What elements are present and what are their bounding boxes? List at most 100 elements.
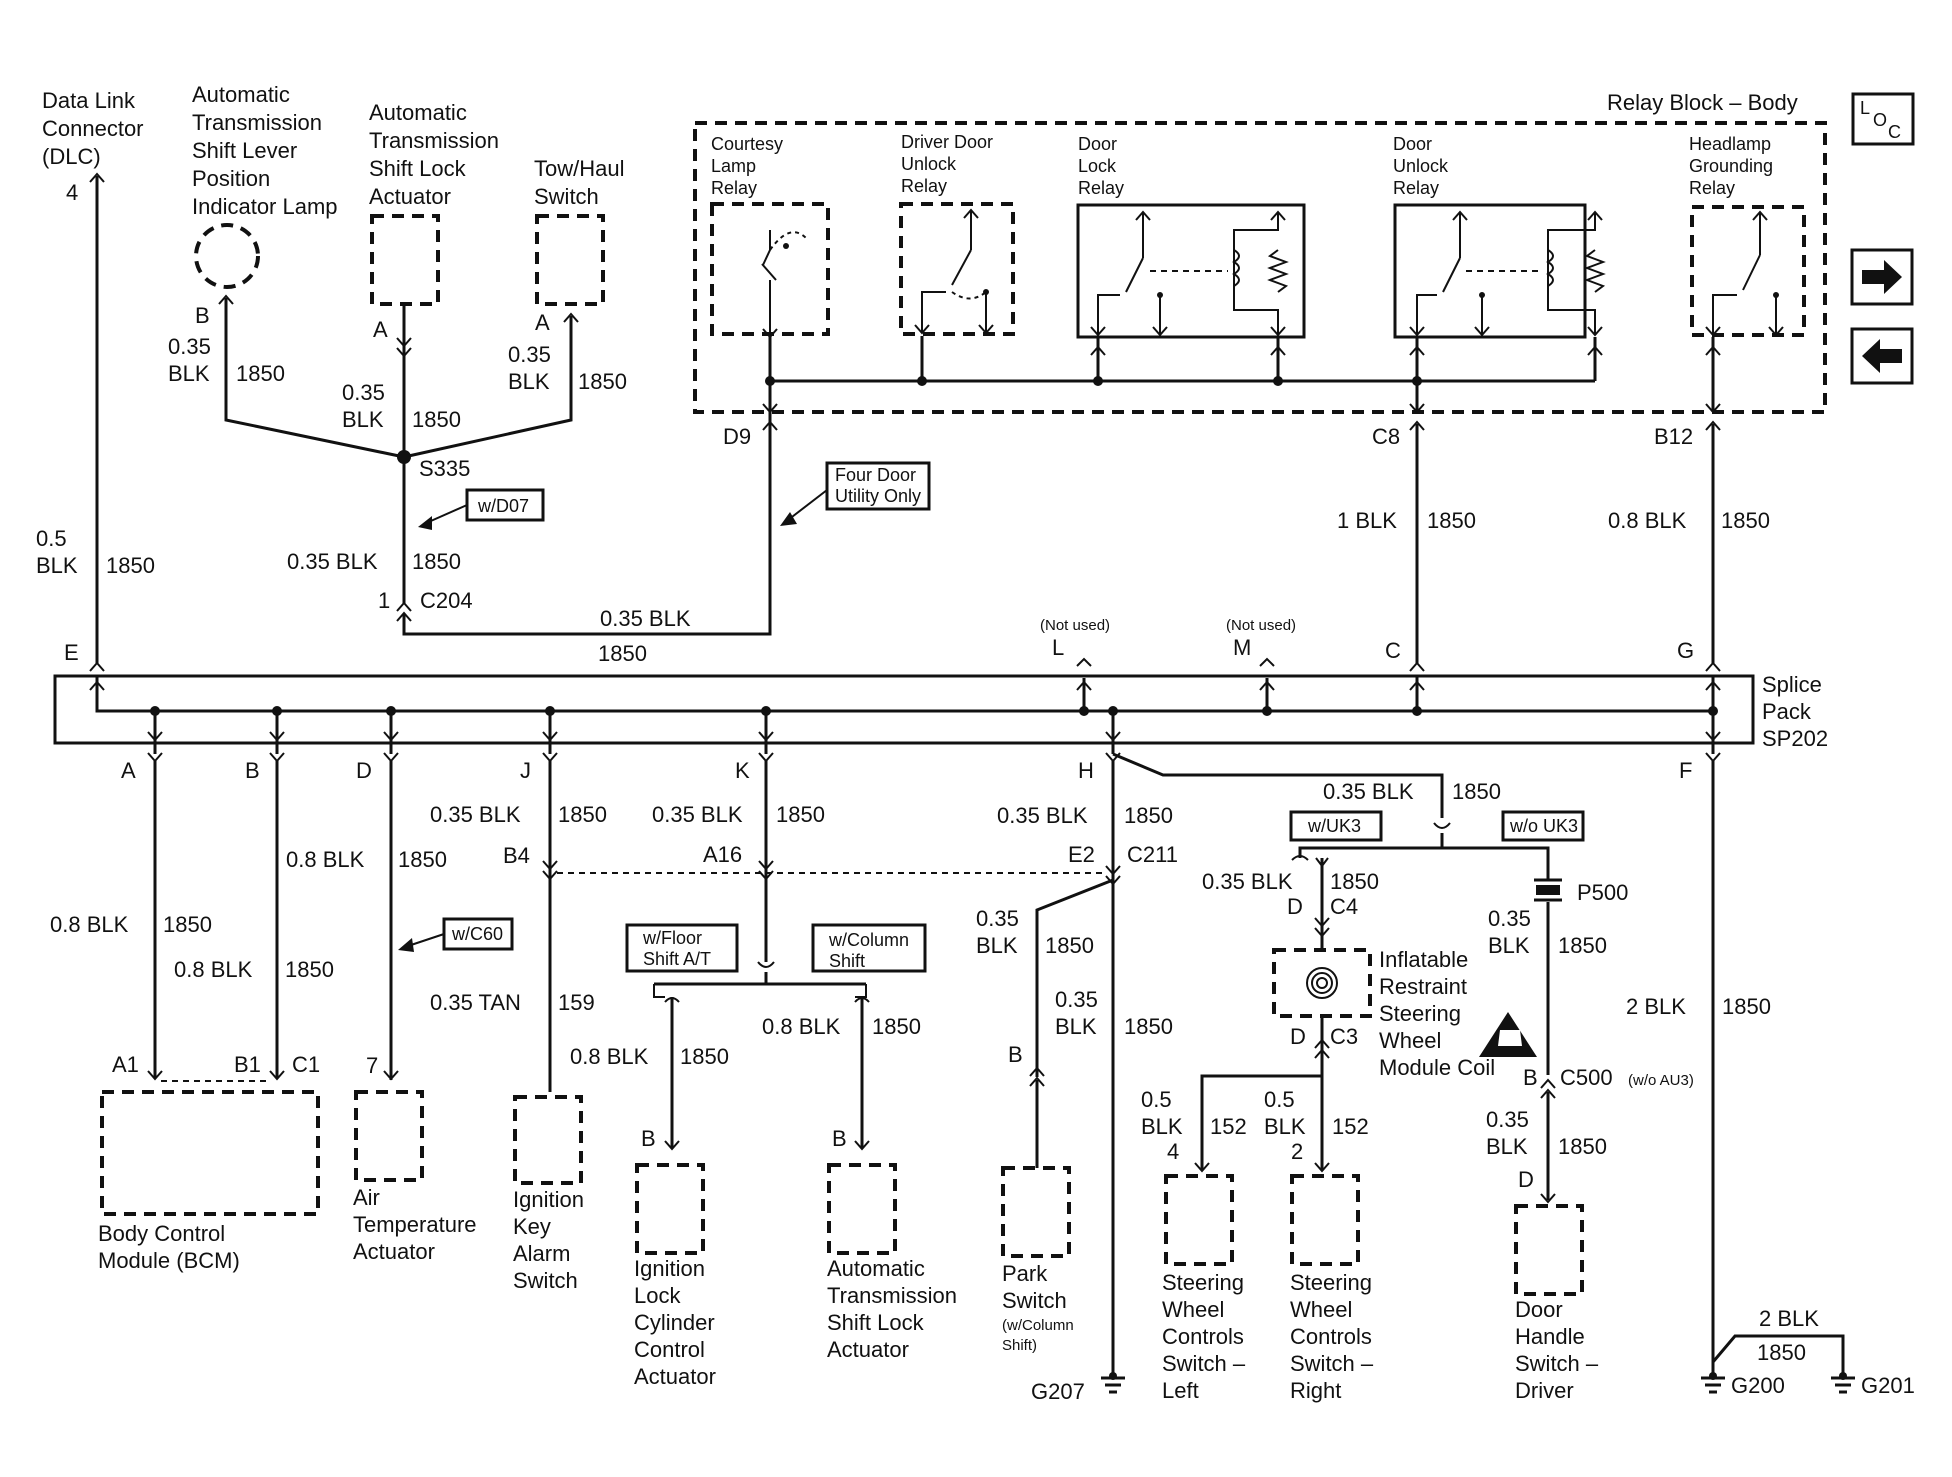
pin-h-wire-size: 0.35 BLK <box>997 803 1088 828</box>
swc-l-pin: 4 <box>1167 1139 1179 1164</box>
back-arrow-icon[interactable] <box>1850 327 1914 385</box>
c204-pin: 1 <box>378 588 390 613</box>
pin-h-wire-circuit: 1850 <box>1124 803 1173 828</box>
splice-s335: S335 w/D07 0.35 BLK 1850 1 C204 0.35 BLK… <box>287 421 931 666</box>
forward-arrow-icon[interactable] <box>1850 248 1914 306</box>
g200-g201-wire-circuit: 1850 <box>1757 1340 1806 1365</box>
c8-wire-circuit: 1850 <box>1427 508 1476 533</box>
tag-floor-shift-1: w/Floor <box>642 928 702 948</box>
dlc-label-3: (DLC) <box>42 144 101 169</box>
pin-h: H <box>1078 758 1094 783</box>
b12-wire-size: 0.8 BLK <box>1608 508 1687 533</box>
door-unlock-label-2: Unlock <box>1393 156 1449 176</box>
door-unlock-label-1: Door <box>1393 134 1432 154</box>
esd-warning-icon <box>1479 1012 1537 1057</box>
pin-b: B <box>245 758 260 783</box>
swc-l-wire-color: BLK <box>1141 1114 1183 1139</box>
ign-lock-label-3: Cylinder <box>634 1310 715 1335</box>
door-lock-label-1: Door <box>1078 134 1117 154</box>
c500-note: (w/o AU3) <box>1628 1072 1694 1089</box>
door-wire-size: 0.35 <box>1486 1107 1529 1132</box>
ground-icon <box>1101 1372 1125 1394</box>
shift-lever-indicator-lamp: Automatic Transmission Shift Lever Posit… <box>168 82 405 459</box>
shiftlock-top-pin: A <box>373 317 388 342</box>
g207-wire-size: 0.35 <box>1055 987 1098 1012</box>
splice-pack-label-3: SP202 <box>1762 726 1828 751</box>
door-wire-circuit: 1850 <box>1558 1134 1607 1159</box>
s335-wire-circuit: 1850 <box>412 549 461 574</box>
shiftlock-wire-size: 0.35 <box>342 380 385 405</box>
c500-pin: B <box>1523 1065 1538 1090</box>
bcm-b1: B1 <box>234 1052 261 1077</box>
driver-unlock-label-1: Driver Door <box>901 132 993 152</box>
ground-icon <box>1701 1372 1725 1394</box>
pin-m: M <box>1233 635 1251 660</box>
swc-r-pin: 2 <box>1291 1139 1303 1164</box>
park-pin: B <box>1008 1042 1023 1067</box>
ground-icon <box>1831 1372 1855 1394</box>
swc-r-label-5: Right <box>1290 1378 1341 1403</box>
data-link-connector: Data Link Connector (DLC) 4 0.5 BLK 1850 <box>36 88 155 663</box>
shift-lock-circuit: 0.35 BLK 1850 A16 w/Floor Shift A/T w/Co… <box>570 761 957 1389</box>
shiftlock-wire-color: BLK <box>342 407 384 432</box>
lamp-wire-color: BLK <box>168 361 210 386</box>
loc-c: C <box>1888 122 1901 142</box>
c204-run-size: 0.35 BLK <box>600 606 691 631</box>
door-lock-label-2: Lock <box>1078 156 1117 176</box>
p500-wire-circuit: 1850 <box>1558 933 1607 958</box>
dlc-wire-size: 0.5 <box>36 526 67 551</box>
bcm-c1: C1 <box>292 1052 320 1077</box>
lamp-bulb-icon <box>194 223 260 289</box>
swc-l-label-3: Controls <box>1162 1324 1244 1349</box>
s335-wire-size: 0.35 BLK <box>287 549 378 574</box>
swc-r-label-1: Steering <box>1290 1270 1372 1295</box>
dlc-label-1: Data Link <box>42 88 136 113</box>
towhaul-wire-size: 0.35 <box>508 342 551 367</box>
door-pin: D <box>1518 1167 1534 1192</box>
shiftlock-top-label-3: Shift Lock <box>369 156 467 181</box>
pin-c: C <box>1385 638 1401 663</box>
coil-wire-circuit: 1850 <box>1330 869 1379 894</box>
relay-block-body: Relay Block – Body Courtesy Lamp Relay D… <box>693 90 1827 414</box>
ign-lock-label-1: Ignition <box>634 1256 705 1281</box>
c8-wire-size: 1 BLK <box>1337 508 1397 533</box>
tag-four-door-1: Four Door <box>835 465 916 485</box>
driver-unlock-label-3: Relay <box>901 176 947 196</box>
tag-floor-shift-2: Shift A/T <box>643 949 711 969</box>
pin-f-wire-circuit: 1850 <box>1722 994 1771 1019</box>
c211-label: C211 <box>1127 842 1178 867</box>
air-temp-label-2: Temperature <box>353 1212 477 1237</box>
shift-lock-b-pin: B <box>832 1126 847 1151</box>
c8-label: C8 <box>1372 424 1400 449</box>
ign-key-label-3: Alarm <box>513 1241 570 1266</box>
swc-l-wire-circuit: 152 <box>1210 1114 1247 1139</box>
air-temperature-actuator: 0.8 BLK 1850 w/C60 7 Air Temperature Act… <box>286 761 514 1264</box>
ground-g200-circuit: 2 BLK 1850 2 BLK 1850 G200 G201 <box>1626 761 1915 1398</box>
pin-e: E <box>64 640 79 665</box>
inflatable-label-2: Restraint <box>1379 974 1467 999</box>
park-wire-circuit: 1850 <box>1045 933 1094 958</box>
b12-label: B12 <box>1654 424 1693 449</box>
bcm-label-2: Module (BCM) <box>98 1248 240 1273</box>
driver-unlock-label-2: Unlock <box>901 154 957 174</box>
inflatable-label-5: Module Coil <box>1379 1055 1495 1080</box>
towhaul-label-2: Switch <box>534 184 599 209</box>
e2-label: E2 <box>1068 842 1095 867</box>
tag-wo-uk3: w/o UK3 <box>1509 816 1578 836</box>
air-temp-pin: 7 <box>366 1053 378 1078</box>
shiftlock-top-label-1: Automatic <box>369 100 467 125</box>
headlamp-relay-label-2: Grounding <box>1689 156 1773 176</box>
c204-label: C204 <box>420 588 473 613</box>
c204-run-circuit: 1850 <box>598 641 647 666</box>
loc-l: L <box>1860 98 1870 118</box>
relay-block-title: Relay Block – Body <box>1607 90 1798 115</box>
s335-label: S335 <box>419 456 470 481</box>
towhaul-pin: A <box>535 310 550 335</box>
pin-d: D <box>356 758 372 783</box>
g207-label: G207 <box>1031 1379 1085 1404</box>
door-handle-label-3: Switch – <box>1515 1351 1599 1376</box>
courtesy-relay-label-2: Lamp <box>711 156 756 176</box>
shiftlock-top-label-2: Transmission <box>369 128 499 153</box>
d9-label: D9 <box>723 424 751 449</box>
